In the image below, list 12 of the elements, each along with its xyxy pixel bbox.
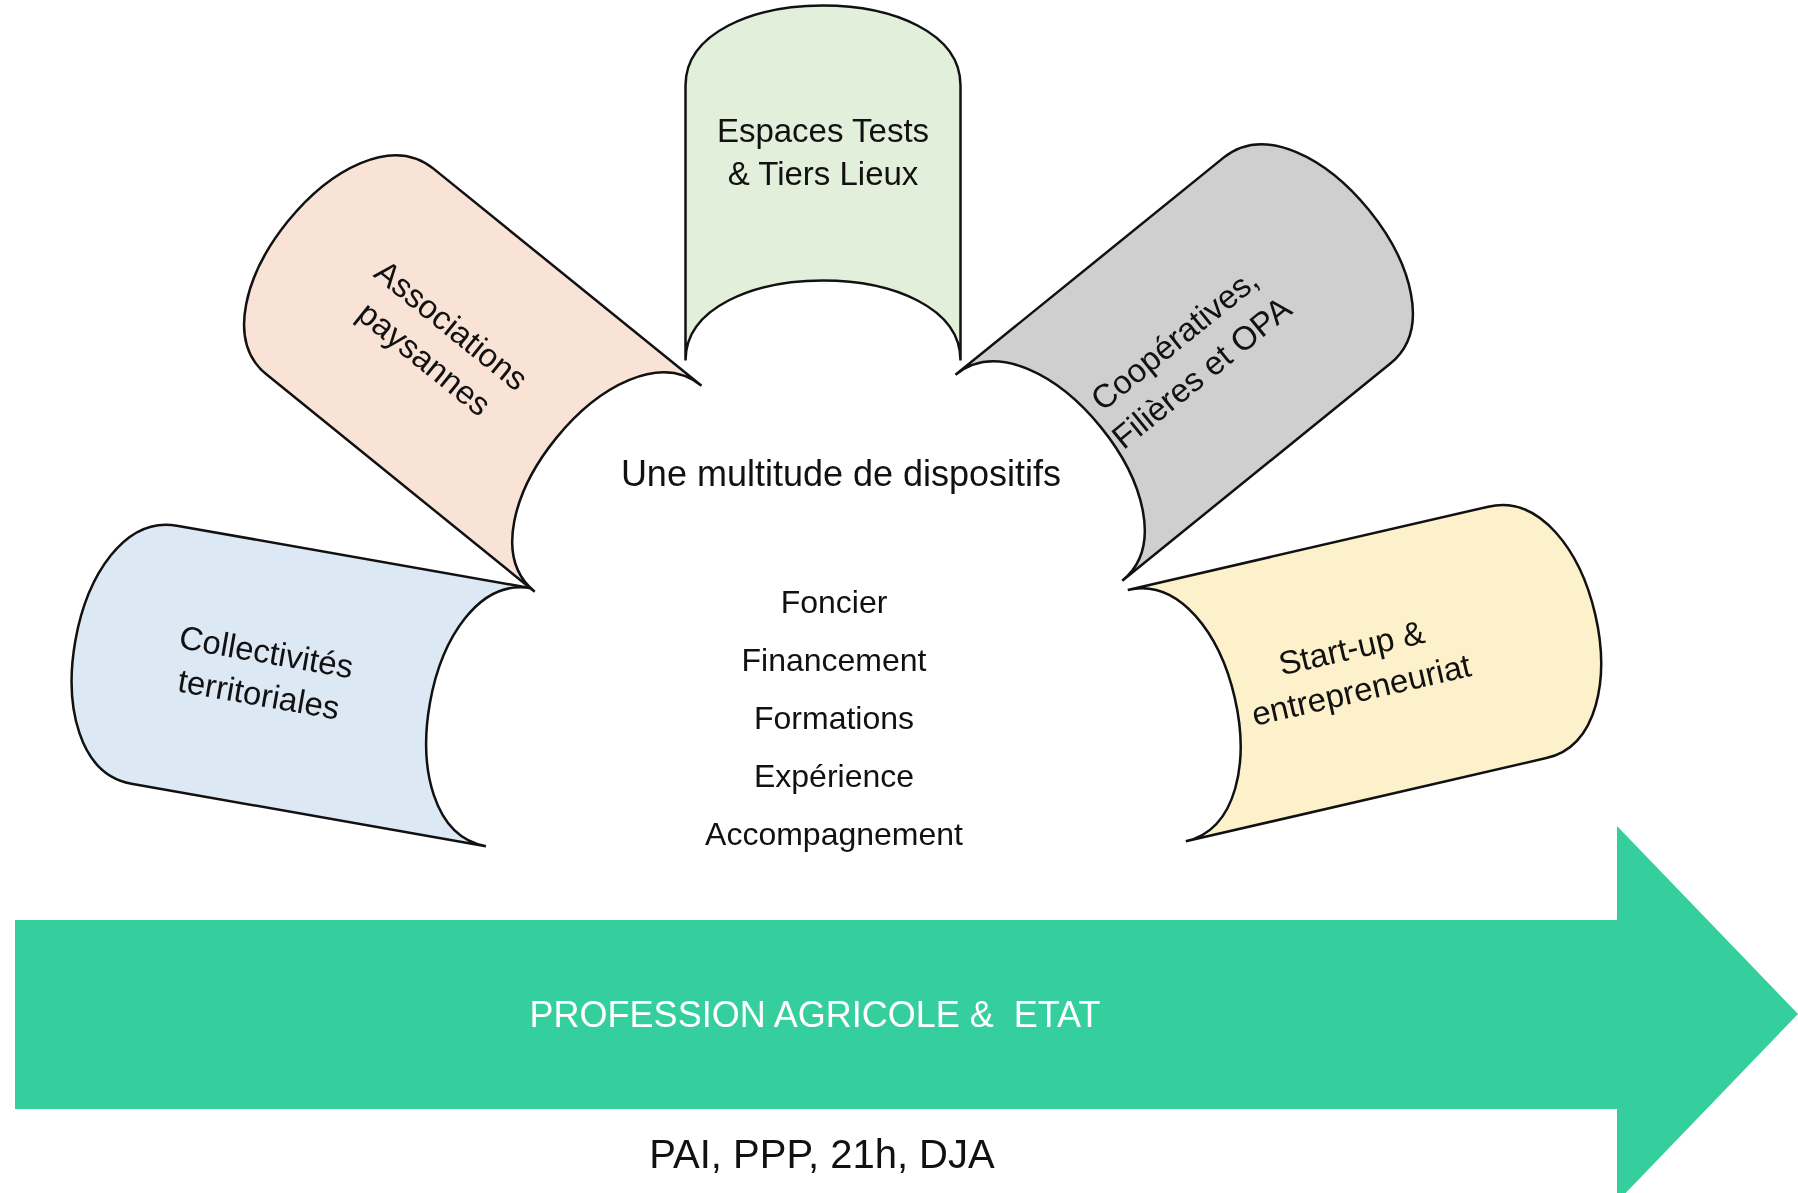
scroll-shape xyxy=(684,4,962,362)
list-item-text: Financement xyxy=(740,641,928,680)
scroll-shape xyxy=(1126,504,1602,843)
scroll-label: Collectivités territoriales xyxy=(175,618,357,727)
list-item-text: Expérience xyxy=(752,757,916,796)
banner-label: PROFESSION AGRICOLE & ETAT xyxy=(529,993,1101,1036)
list-item-text: Foncier xyxy=(779,583,889,622)
scroll-label: Espaces Tests & Tiers Lieux xyxy=(716,112,930,192)
list-item-text: Formations xyxy=(752,699,915,738)
list-item-text: Accompagnement xyxy=(704,815,964,854)
heading-text: Une multitude de dispositifs xyxy=(619,452,1063,496)
list-item-text: PAI, PPP, 21h, DJA xyxy=(648,1131,996,1178)
